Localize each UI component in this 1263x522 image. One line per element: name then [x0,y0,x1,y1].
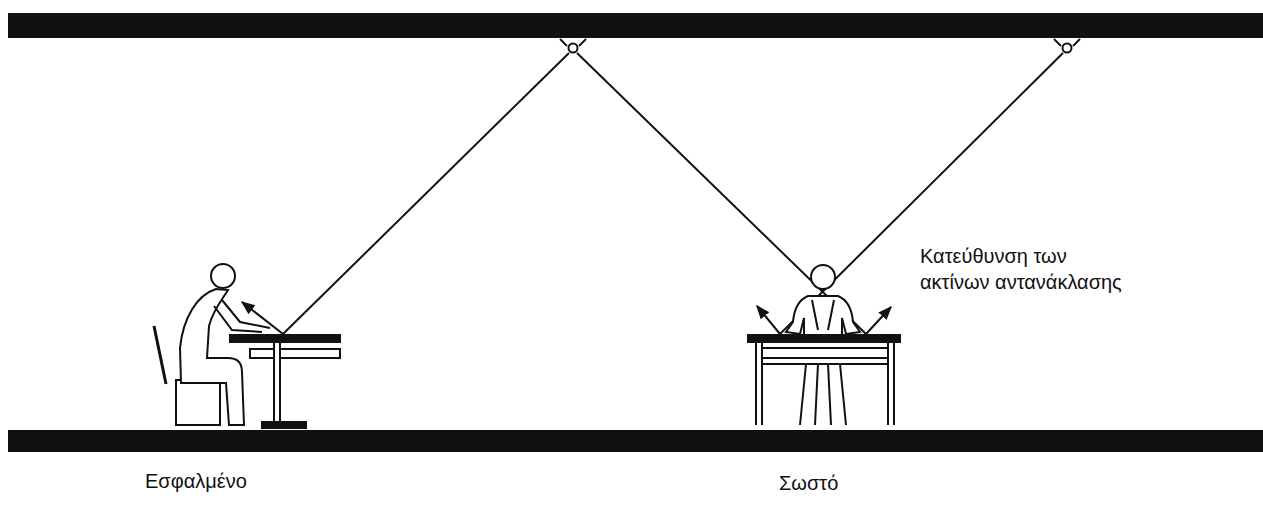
seated-person [180,264,270,425]
floor-bar [8,430,1263,452]
desk [230,335,340,428]
ceiling-lamp [560,39,586,53]
ceiling-bar [8,13,1263,38]
ceiling-lamp [1054,39,1080,53]
caption-label: Εσφαλμένο [145,468,249,494]
desk [756,342,894,425]
seated-person [786,265,860,425]
reflection-arrow [757,306,780,334]
desk [748,335,900,342]
reflection-arrow [242,302,283,334]
caption-label: Σωστό [779,470,841,496]
reflection-arrow [866,307,891,334]
callout-text: Κατεύθυνση των ακτίνων αντανάκλασης [920,243,1124,295]
